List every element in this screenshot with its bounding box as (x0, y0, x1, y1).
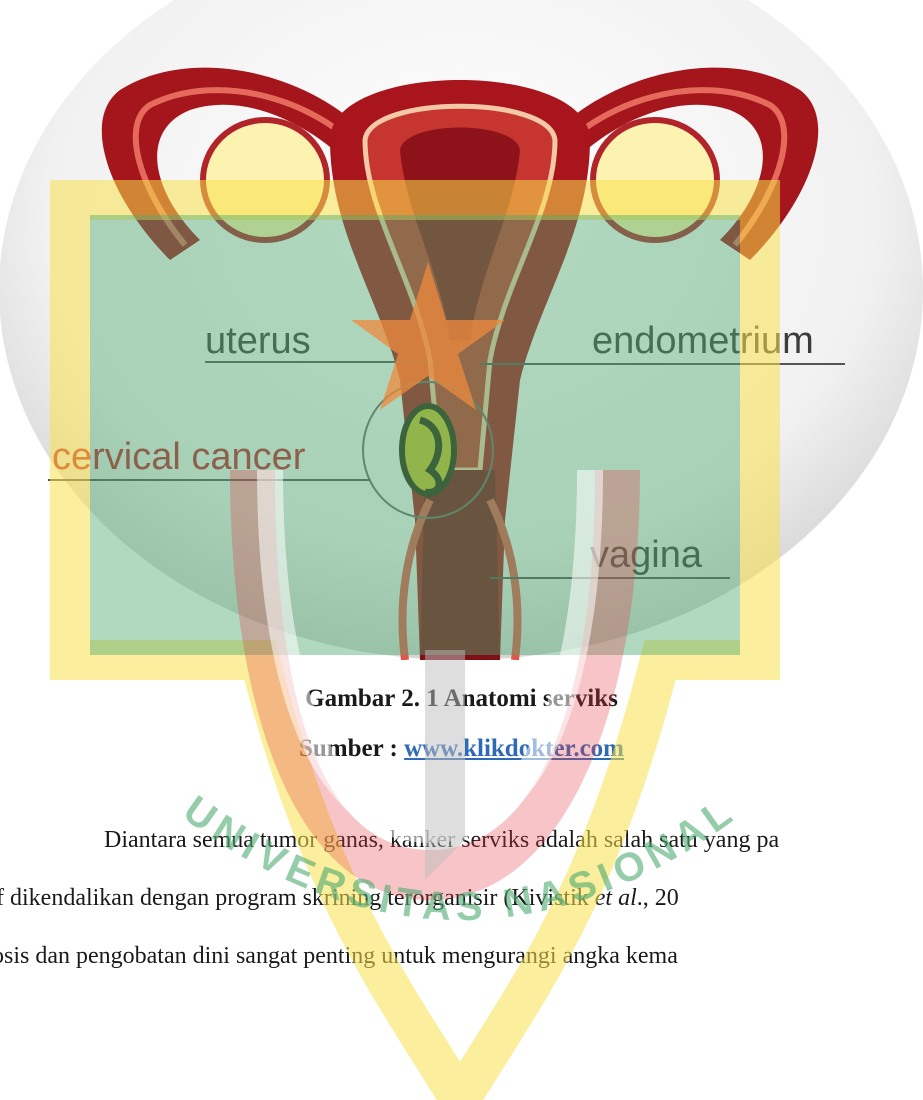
label-cervical-cancer: cervical cancer (52, 438, 305, 476)
ovary-right (593, 120, 717, 240)
body-text-line-2: f dikendalikan dengan program skrining t… (0, 885, 679, 912)
cervical-tumor (402, 406, 454, 494)
label-vagina: vagina (590, 536, 702, 574)
body-text-line-1: Diantara semua tumor ganas, kanker servi… (104, 827, 779, 854)
figure-source: Sumber : www.klikdokter.com (0, 735, 923, 763)
vagina-canal (420, 470, 500, 660)
body-text-line-3: osis dan pengobatan dini sangat penting … (0, 943, 678, 970)
italic-et-al: et al (595, 885, 637, 911)
anatomy-figure: uterus endometrium cervical cancer vagin… (0, 0, 923, 660)
ovary-left (203, 120, 327, 240)
label-uterus: uterus (205, 322, 311, 360)
source-link[interactable]: www.klikdokter.com (404, 735, 624, 762)
figure-caption: Gambar 2. 1 Anatomi serviks (0, 685, 923, 713)
label-endometrium: endometrium (592, 322, 814, 360)
source-label: Sumber : (299, 735, 404, 762)
